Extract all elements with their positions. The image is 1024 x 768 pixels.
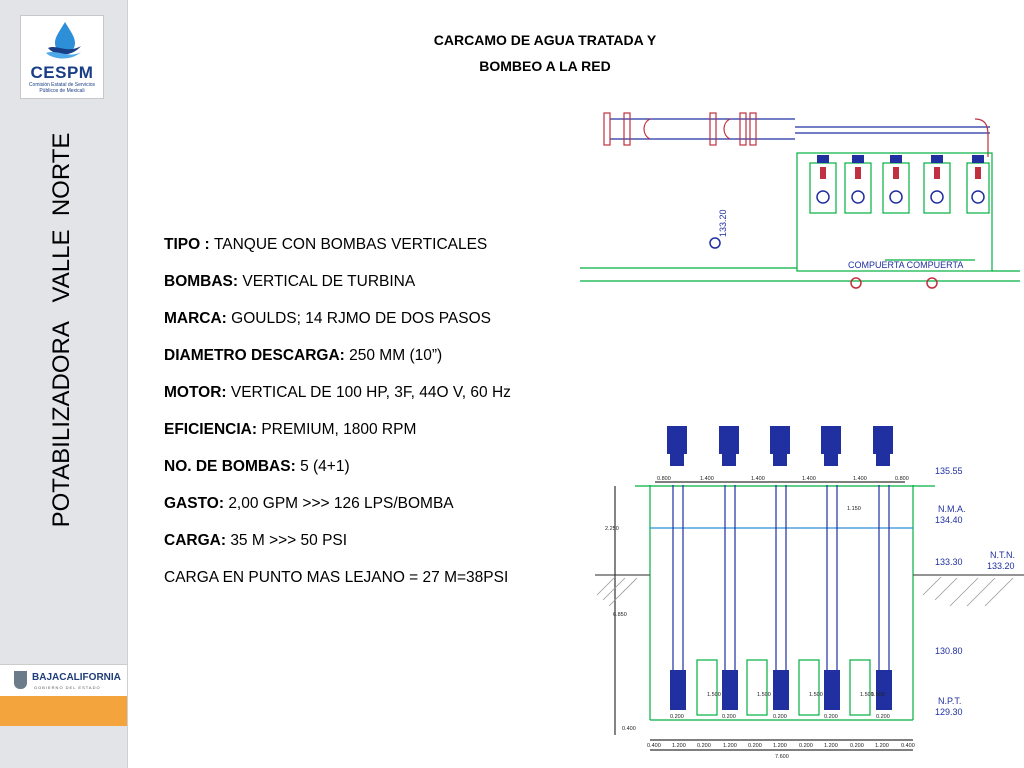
plan-drawing: 133.20 COMPUERTA COMPUERTA [580, 112, 1020, 289]
bottom-dim: 0.200 [799, 743, 813, 749]
logo-name: CESPM [30, 63, 94, 82]
spec-row: GASTO: 2,00 GPM >>> 126 LPS/BOMBA [164, 495, 584, 532]
bc-logo-subtext: GOBIERNO DEL ESTADO [34, 685, 101, 690]
cespm-logo: CESPM Comisión Estatal de Servicios Públ… [20, 15, 104, 99]
top-dim: 0.800 [657, 476, 671, 482]
title-line-1: CARCAMO DE AGUA TRATADA Y [433, 32, 657, 48]
spec-label: EFICIENCIA: [164, 421, 262, 438]
left-dim: 2.250 [605, 526, 619, 532]
spec-label: BOMBAS: [164, 273, 243, 290]
slide-title: CARCAMO DE AGUA TRATADA Y BOMBEO A LA RE… [380, 27, 710, 79]
level-label: 134.40 [935, 515, 963, 525]
bottom-dim: 0.200 [697, 743, 711, 749]
level-label: N.P.T. [938, 696, 961, 706]
spec-value: 5 (4+1) [300, 458, 350, 475]
spec-label: GASTO: [164, 495, 229, 512]
bottom-dim: 0.400 [647, 743, 661, 749]
bay-dim: 1.500 [860, 692, 874, 698]
baja-california-logo: BAJACALIFORNIA GOBIERNO DEL ESTADO [0, 664, 127, 696]
spec-row: DIAMETRO DESCARGA: 250 MM (10”) [164, 347, 584, 384]
bay-dim: 1.500 [871, 692, 885, 698]
spec-row: MOTOR: VERTICAL DE 100 HP, 3F, 44O V, 60… [164, 384, 584, 421]
bay-dim: 1.500 [757, 692, 771, 698]
spec-value: TANQUE CON BOMBAS VERTICALES [213, 236, 488, 253]
spec-value: CARGA EN PUNTO MAS LEJANO = 27 M=38PSI [164, 569, 509, 586]
sidebar: CESPM Comisión Estatal de Servicios Públ… [0, 0, 128, 768]
shield-icon [14, 671, 27, 689]
spec-row: CARGA: 35 M >>> 50 PSI [164, 532, 584, 569]
bottom-dim: 0.400 [901, 743, 915, 749]
bottom-dim: 1.200 [824, 743, 838, 749]
gate-label: COMPUERTA COMPUERTA [848, 260, 963, 270]
top-dim: 0.800 [895, 476, 909, 482]
spec-value: 2,00 GPM >>> 126 LPS/BOMBA [228, 495, 454, 512]
spec-value: 250 MM (10”) [349, 347, 443, 364]
bottom-dim: 1.200 [875, 743, 889, 749]
spec-label: MARCA: [164, 310, 232, 327]
level-label: 129.30 [935, 707, 963, 717]
section-drawing: 0.800 1.400 1.400 1.400 1.400 0.800 2.25… [595, 426, 1024, 760]
top-dim: 1.400 [802, 476, 816, 482]
top-dim: 1.400 [751, 476, 765, 482]
spec-label: CARGA: [164, 532, 231, 549]
left-dim: 0.400 [622, 726, 636, 732]
base-dim: 0.200 [876, 714, 890, 720]
base-dim: 0.200 [824, 714, 838, 720]
spec-list: TIPO : TANQUE CON BOMBAS VERTICALES BOMB… [164, 236, 584, 606]
spec-row: MARCA: GOULDS; 14 RJMO DE DOS PASOS [164, 310, 584, 347]
spec-value: VERTICAL DE TURBINA [242, 273, 416, 290]
level-label: 133.30 [935, 557, 963, 567]
accent-bar [0, 696, 127, 726]
inner-dim: 1.150 [847, 506, 861, 512]
spec-value: PREMIUM, 1800 RPM [261, 421, 417, 438]
spec-value: 35 M >>> 50 PSI [230, 532, 348, 549]
base-dim: 0.200 [722, 714, 736, 720]
title-line-2: BOMBEO A LA RED [479, 58, 611, 74]
spec-row: BOMBAS: VERTICAL DE TURBINA [164, 273, 584, 310]
bottom-dim: 0.200 [850, 743, 864, 749]
level-label: 133.20 [987, 561, 1015, 571]
spec-label: NO. DE BOMBAS: [164, 458, 301, 475]
vertical-title: POTABILIZADORA VALLE NORTE [48, 132, 75, 528]
spec-row: CARGA EN PUNTO MAS LEJANO = 27 M=38PSI [164, 569, 584, 606]
spec-row: EFICIENCIA: PREMIUM, 1800 RPM [164, 421, 584, 458]
spec-label: TIPO : [164, 236, 214, 253]
water-drop-icon [46, 22, 81, 59]
left-dim: 6.850 [613, 612, 627, 618]
bc-logo-text: BAJACALIFORNIA [32, 672, 121, 683]
bay-dim: 1.500 [707, 692, 721, 698]
spec-label: DIAMETRO DESCARGA: [164, 347, 350, 364]
spec-label: MOTOR: [164, 384, 231, 401]
plan-elevation-label: 133.20 [718, 209, 728, 237]
bottom-dim: 0.200 [748, 743, 762, 749]
base-dim: 0.200 [670, 714, 684, 720]
level-label: 135.55 [935, 466, 963, 476]
total-width-dim: 7.600 [775, 754, 789, 760]
bottom-dim: 1.200 [672, 743, 686, 749]
level-label: N.M.A. [938, 504, 966, 514]
spec-value: VERTICAL DE 100 HP, 3F, 44O V, 60 Hz [230, 384, 511, 401]
spec-value: GOULDS; 14 RJMO DE DOS PASOS [231, 310, 491, 327]
level-label: 130.80 [935, 646, 963, 656]
top-dim: 1.400 [853, 476, 867, 482]
spec-row: NO. DE BOMBAS: 5 (4+1) [164, 458, 584, 495]
bay-dim: 1.500 [809, 692, 823, 698]
logo-subtitle: Comisión Estatal de Servicios Públicos d… [28, 82, 96, 94]
bottom-dim: 1.200 [723, 743, 737, 749]
level-label: N.T.N. [990, 550, 1015, 560]
bottom-dim: 1.200 [773, 743, 787, 749]
base-dim: 0.200 [773, 714, 787, 720]
spec-row: TIPO : TANQUE CON BOMBAS VERTICALES [164, 236, 584, 273]
top-dim: 1.400 [700, 476, 714, 482]
